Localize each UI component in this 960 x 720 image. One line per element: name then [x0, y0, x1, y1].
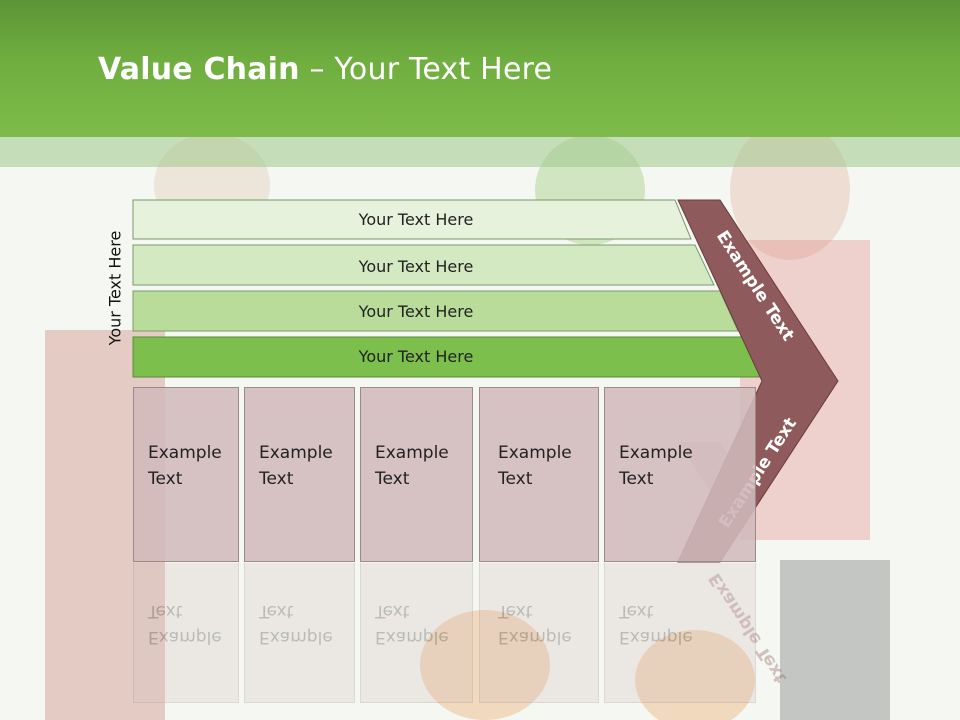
reflection-box-2-label: Example Text [259, 601, 333, 647]
chevron-shape [677, 199, 839, 563]
bar-1[interactable]: Your Text Here [132, 199, 692, 240]
bar-4[interactable]: Your Text Here [132, 336, 763, 378]
bar-2-label: Your Text Here [358, 257, 474, 276]
activity-box-2-label: Example Text [259, 443, 333, 489]
title-bar [0, 0, 960, 137]
reflection-box-4-label: Example Text [498, 601, 572, 647]
bar-2-shape [132, 244, 715, 286]
bar-3[interactable]: Your Text Here [132, 290, 739, 332]
reflection-box-4: Example Text [479, 563, 599, 703]
bar-4-label: Your Text Here [358, 347, 474, 366]
activity-box-3-label: Example Text [375, 443, 449, 489]
boxes-reflection: Example Text Example Text Example Text E… [133, 563, 763, 703]
reflection-box-5-label: Example Text [619, 601, 693, 647]
bar-2[interactable]: Your Text Here [132, 244, 715, 286]
activity-box-1-label: Example Text [148, 443, 222, 489]
bar-3-shape [132, 290, 739, 332]
reflection-box-5: Example Text [604, 563, 756, 703]
activity-box-2[interactable]: Example Text [244, 387, 355, 562]
reflection-box-1-label: Example Text [148, 601, 222, 647]
reflection-box-3: Example Text [360, 563, 473, 703]
title-band [0, 137, 960, 167]
activity-box-5-label: Example Text [619, 443, 693, 489]
reflection-box-3-label: Example Text [375, 601, 449, 647]
reflection-box-1: Example Text [133, 563, 239, 703]
activity-box-1[interactable]: Example Text [133, 387, 239, 562]
activity-box-3[interactable]: Example Text [360, 387, 473, 562]
title-bold: Value Chain [98, 52, 300, 87]
bar-3-label: Your Text Here [358, 302, 474, 321]
activity-box-4[interactable]: Example Text [479, 387, 599, 562]
reflection-box-2: Example Text [244, 563, 355, 703]
activity-box-4-label: Example Text [498, 443, 572, 489]
activity-box-5[interactable]: Example Text [604, 387, 756, 562]
bar-1-shape [132, 199, 692, 240]
bar-1-label: Your Text Here [358, 210, 474, 229]
slide-title[interactable]: Value Chain – Your Text Here [98, 52, 552, 87]
title-rest: – Your Text Here [299, 52, 553, 87]
